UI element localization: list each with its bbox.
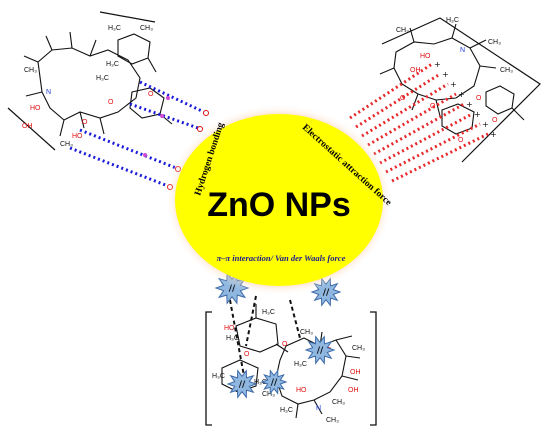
- left-mol-label: H₃C: [106, 61, 119, 68]
- left-mol-label: O: [82, 119, 88, 126]
- right-mol-label: O: [458, 137, 464, 144]
- electrostatic-line: [355, 72, 441, 129]
- hydrogen-bond-line: [79, 128, 177, 170]
- burst-mark: //: [239, 380, 246, 390]
- positive-charge-mark: +: [482, 120, 489, 129]
- burst-mark: //: [271, 378, 278, 388]
- pi-interaction-line: [245, 295, 257, 347]
- positive-charge-mark: +: [434, 60, 441, 69]
- electrostatic-line: [361, 82, 449, 138]
- electrostatic-line: [379, 112, 473, 165]
- left-mol-label: N: [46, 89, 51, 96]
- bottom-mol-label: H₃C: [294, 361, 307, 368]
- left-mol-label: CH₃: [140, 25, 153, 32]
- bottom-bracket-right: [370, 311, 377, 426]
- bottom-mol-label: OH: [350, 369, 361, 376]
- bottom-mol-label: CH₃: [262, 391, 275, 398]
- bottom-mol-label: O: [282, 341, 288, 348]
- positive-charge-mark: +: [458, 90, 465, 99]
- right-mol-label: N: [460, 47, 465, 54]
- left-mol-label: O: [148, 91, 154, 98]
- left-mol-label: OH: [22, 123, 33, 130]
- bottom-mol-label: H₃C: [262, 309, 275, 316]
- zno-sphere: [175, 114, 383, 286]
- hydrogen-bond-line: [139, 80, 205, 114]
- right-mol-label: HO: [420, 53, 431, 60]
- electrostatic-line: [373, 102, 465, 156]
- right-molecule: H₃C CH₃ N HO OH O O O O CH₃ CH₃ O ++++++…: [349, 17, 541, 183]
- bottom-mol-label: CH₃: [352, 345, 365, 352]
- bottom-mol-label: HO: [224, 325, 235, 332]
- pi-interaction-line: [229, 299, 245, 377]
- bottom-mol-label: H₃C: [280, 407, 293, 414]
- right-mol-label: O: [492, 117, 498, 124]
- positive-charge-mark: +: [466, 100, 473, 109]
- electrostatic-lines: ++++++++: [349, 60, 497, 183]
- bottom-mol-label: HO: [296, 387, 307, 394]
- right-mol-label: CH₃: [396, 27, 409, 34]
- bottom-mol-label: O: [244, 351, 250, 358]
- bottom-mol-label: OH: [348, 387, 359, 394]
- left-molecule: H₃C CH₃ N H₃C HO CH₃ OH H₃C O O O CH₃ HO: [7, 11, 209, 190]
- left-mol-label: CH₃: [60, 141, 73, 148]
- pi-interaction-line: [289, 299, 301, 339]
- right-mol-label: CH₃: [488, 39, 501, 46]
- positive-charge-mark: +: [450, 80, 457, 89]
- pi-interaction-label: π–π interaction/ Van der Waals force: [217, 253, 346, 263]
- left-mol-label: O: [108, 99, 114, 106]
- right-mol-label: O: [400, 95, 406, 102]
- bottom-mol-label: CH₃: [300, 329, 313, 336]
- burst-mark: //: [229, 284, 236, 294]
- electrostatic-line: [367, 92, 457, 147]
- right-mol-label: CH₃: [500, 67, 513, 74]
- positive-charge-mark: +: [490, 130, 497, 139]
- left-mol-label: CH₃: [24, 67, 37, 74]
- left-mol-label: H₃C: [108, 25, 121, 32]
- burst-mark: //: [323, 288, 330, 298]
- left-molecule-bracket: [99, 11, 156, 23]
- burst-star: [226, 369, 258, 399]
- left-mol-label: HO: [72, 133, 83, 140]
- hydrogen-bond-line: [69, 146, 169, 188]
- positive-charge-mark: +: [474, 110, 481, 119]
- bottom-mol-label: CH₃: [326, 417, 339, 424]
- electrostatic-line: [391, 132, 489, 183]
- bottom-mol-label: H₃C: [212, 373, 225, 380]
- right-mol-label: OH: [410, 67, 421, 74]
- zno-nanoparticle: ZnO NPs Hydrogen bonding Electrostatic a…: [165, 104, 393, 296]
- right-mol-label: H₃C: [446, 17, 459, 24]
- burst-mark: //: [317, 346, 324, 356]
- bottom-bracket-left: [205, 311, 212, 426]
- burst-star: [260, 369, 288, 395]
- left-molecule-bracket-bottom: [7, 107, 56, 151]
- bottom-mol-label: N: [316, 405, 321, 412]
- electrostatic-line: [385, 122, 481, 174]
- electrostatic-line: [349, 62, 433, 120]
- bottom-molecule: HO H₃C H₃C H₃C O CH₃ O CH₃ H₃C O CH₃ OH …: [205, 271, 377, 426]
- right-mol-label: O: [476, 95, 482, 102]
- left-mol-label: H₃C: [96, 75, 109, 82]
- left-mol-label: HO: [30, 105, 41, 112]
- positive-charge-mark: +: [442, 70, 449, 79]
- burst-star: [304, 335, 336, 365]
- bottom-mol-label: H₃C: [254, 379, 267, 386]
- zno-label: ZnO NPs: [207, 186, 351, 224]
- bottom-mol-label: CH₃: [332, 399, 345, 406]
- bottom-mol-label: H₃C: [226, 335, 239, 342]
